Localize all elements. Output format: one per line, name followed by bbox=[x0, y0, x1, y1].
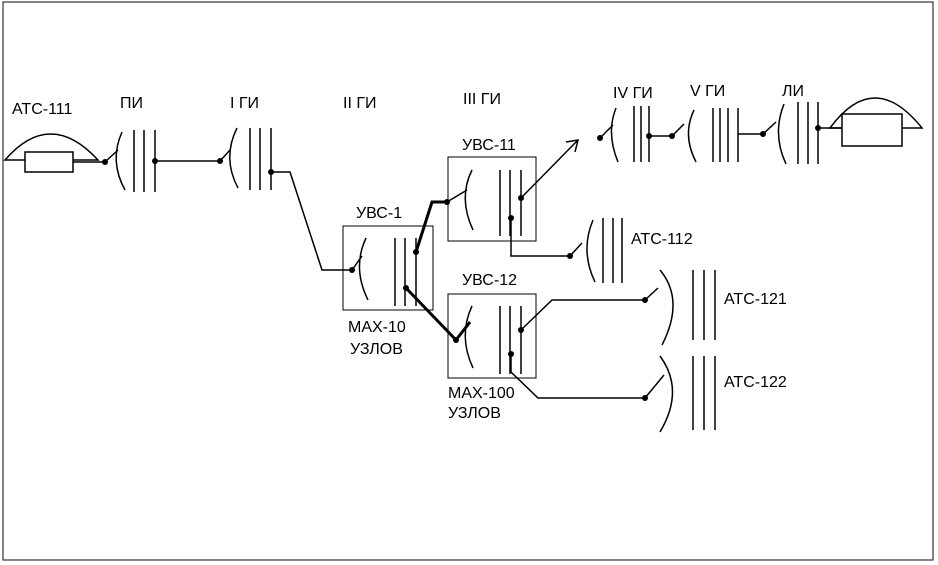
link-uvs1-uvs11 bbox=[414, 189, 468, 253]
called-subscriber bbox=[828, 97, 924, 147]
contact-dot bbox=[152, 158, 158, 164]
uvs-12-node bbox=[447, 293, 537, 379]
label-max-100: МАХ-100 bbox=[448, 385, 515, 402]
label-gi1: I ГИ bbox=[230, 95, 259, 112]
contact-dot bbox=[102, 159, 108, 165]
label-uvs-12: УВС-12 bbox=[462, 272, 517, 289]
ats-111-subscriber bbox=[3, 133, 100, 173]
label-ats-111: АТС-111 bbox=[12, 101, 73, 118]
contact-dot bbox=[760, 131, 766, 137]
li-selector bbox=[777, 102, 819, 165]
pi-selector bbox=[115, 130, 156, 192]
label-gi3: III ГИ bbox=[463, 91, 501, 108]
link-uvs11-gi4 bbox=[520, 139, 580, 199]
label-max-100-nodes: УЗЛОВ bbox=[448, 405, 501, 422]
contact-dot bbox=[567, 253, 573, 259]
link-uvs12-ats121 bbox=[520, 287, 659, 331]
label-gi2: II ГИ bbox=[343, 95, 377, 112]
contact-dot bbox=[444, 199, 450, 205]
contact-dot bbox=[217, 158, 223, 164]
contact-dot bbox=[597, 135, 603, 141]
label-gi5: V ГИ bbox=[690, 83, 725, 100]
label-pi: ПИ bbox=[120, 95, 143, 112]
label-gi4: IV ГИ bbox=[613, 85, 653, 102]
contact-dot bbox=[642, 395, 648, 401]
ats-112-selector bbox=[586, 218, 623, 283]
label-ats-112: АТС-112 bbox=[631, 231, 693, 248]
link-gi1-uvs1 bbox=[271, 171, 363, 271]
gi4-selector bbox=[599, 106, 650, 163]
ats-121-selector bbox=[659, 269, 716, 346]
ats-122-selector bbox=[659, 355, 716, 433]
label-max-10: МАХ-10 bbox=[348, 319, 406, 336]
contact-dot bbox=[642, 297, 648, 303]
contact-dot bbox=[669, 133, 675, 139]
link-uvs12-ats122 bbox=[510, 354, 665, 399]
label-uvs-11: УВС-11 bbox=[462, 137, 516, 154]
link-uvs11-ats112 bbox=[510, 218, 583, 257]
contact-dot bbox=[349, 267, 355, 273]
link-gi4-gi5 bbox=[649, 123, 685, 137]
gi5-selector bbox=[687, 108, 739, 163]
label-max-10-nodes: УЗЛОВ bbox=[350, 341, 403, 358]
label-uvs-1: УВС-1 bbox=[356, 205, 402, 222]
contact-dot bbox=[453, 337, 459, 343]
label-ats-121: АТС-121 bbox=[724, 291, 787, 308]
gi1-selector bbox=[229, 127, 272, 190]
link-gi5-li bbox=[738, 121, 777, 135]
uvs-11-node bbox=[447, 156, 537, 242]
label-li: ЛИ bbox=[782, 83, 804, 100]
label-ats-122: АТС-122 bbox=[724, 374, 787, 391]
